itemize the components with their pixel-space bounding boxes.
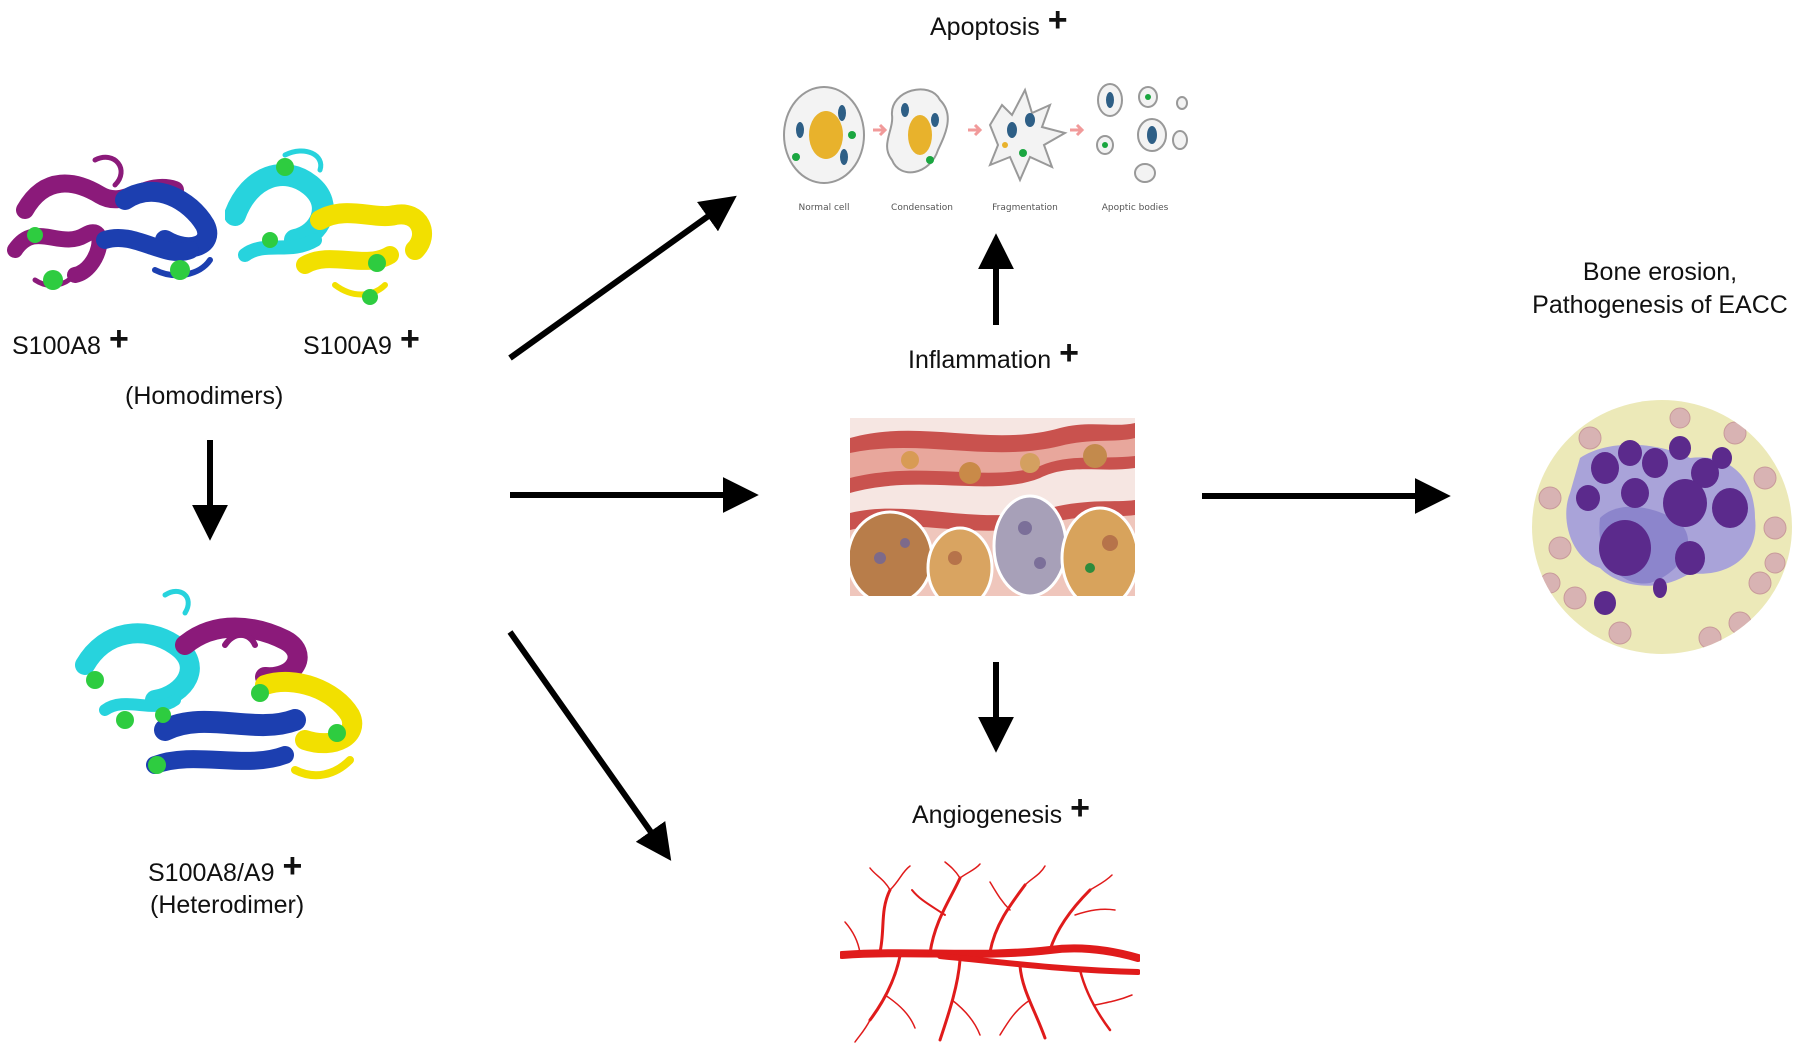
angiogenesis-vessel-illustration [840, 861, 1140, 1043]
heterodimer-name-text: S100A8/A9 [148, 859, 275, 887]
plus-sign: + [108, 320, 129, 358]
homodimers-label: (Homodimers) [125, 382, 284, 410]
apoptosis-label: Apoptosis+ [930, 3, 1068, 41]
heterodimer-label: (Heterodimer) [150, 891, 305, 919]
apoptosis-stages-illustration: Normal cell Condensation Fragmentation A… [783, 83, 1188, 213]
heterodimer-protein-structure [75, 588, 363, 780]
apoptic-bodies-icon [1096, 83, 1188, 183]
angiogenesis-text: Angiogenesis [912, 801, 1063, 829]
angiogenesis-label: Angiogenesis+ [912, 791, 1090, 829]
plus-sign: + [282, 847, 303, 885]
bone-erosion-line2: Pathogenesis of EACC [1532, 291, 1788, 319]
apoptosis-text: Apoptosis [930, 13, 1040, 41]
bone-erosion-line1: Bone erosion, [1582, 258, 1738, 286]
stage-caption: Normal cell [799, 203, 850, 213]
bone-erosion-cytology-illustration [1532, 400, 1792, 654]
plus-sign: + [1059, 334, 1079, 372]
plus-sign: + [399, 320, 420, 358]
bone-erosion-label: Bone erosion, Pathogenesis of EACC [1505, 256, 1815, 322]
condensation-cell-icon [886, 88, 949, 174]
stage-caption: Apoptic bodies [1102, 203, 1169, 213]
inflammation-text: Inflammation [908, 346, 1052, 374]
plus-sign: + [1070, 789, 1090, 827]
arrow-to-apoptosis [508, 195, 737, 361]
fragmentation-cell-icon [988, 87, 1068, 183]
inflammation-vessel-illustration [850, 418, 1135, 596]
inflammation-label: Inflammation+ [908, 336, 1079, 374]
s100a8-protein-structure [7, 154, 218, 290]
s100a8-label: S100A8+ [12, 322, 129, 360]
normal-cell-icon [783, 86, 865, 184]
heterodimer-name-label: S100A8/A9+ [148, 849, 302, 887]
plus-sign: + [1047, 1, 1068, 39]
s100a9-text: S100A9 [303, 332, 392, 360]
stage-caption: Condensation [891, 203, 953, 213]
s100a9-protein-structure [225, 148, 432, 305]
s100a8-text: S100A8 [12, 332, 101, 360]
arrow-to-angiogenesis [507, 630, 672, 861]
s100a9-label: S100A9+ [303, 322, 420, 360]
stage-caption: Fragmentation [992, 203, 1058, 213]
